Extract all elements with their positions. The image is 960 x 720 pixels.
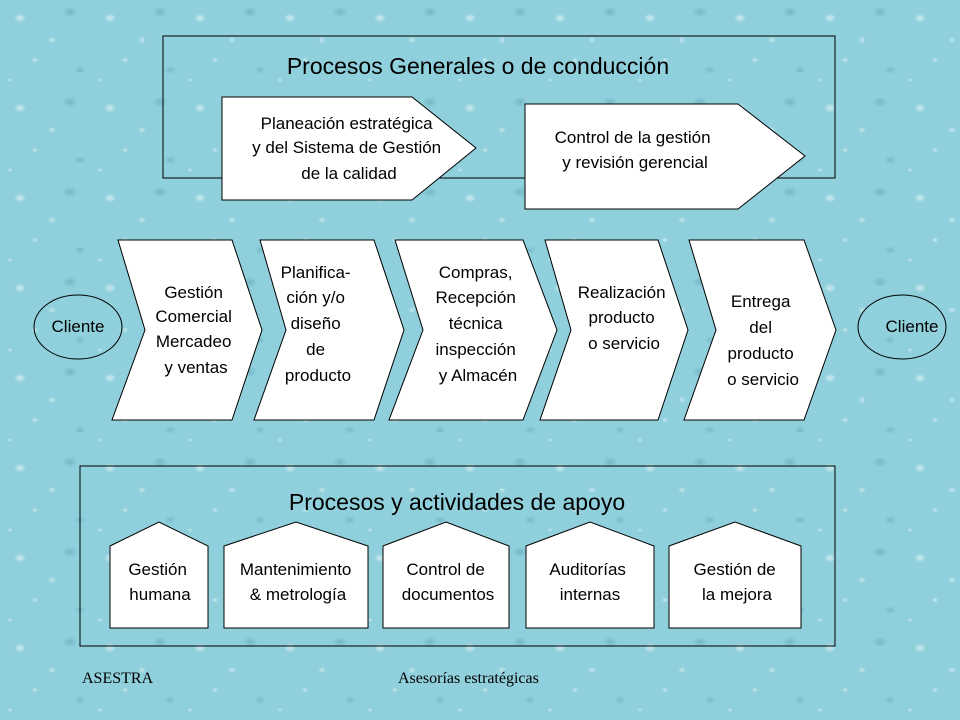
general-processes-title: Procesos Generales o de conducción [287, 53, 669, 79]
control-label-line-1: Control de la gestión [555, 128, 711, 147]
top-process-planning: Planeación estratégica y del Sistema de … [221, 96, 477, 201]
svg-text:Entrega del produc: Entrega del producto o servicio [727, 292, 799, 389]
svg-text:Mantenimiento & metrolog: Mantenimiento & metrología [240, 560, 356, 604]
support-item-human: Gestión humana [109, 521, 209, 629]
svg-text:Planifica- ción y/o: Planifica- ción y/o diseño de producto [281, 263, 356, 385]
commercial-chevron-shape [111, 239, 263, 421]
client-right-oval [857, 294, 947, 360]
flow-step-planning-design: Planifica- ción y/o diseño de producto [253, 239, 405, 421]
planning-pentagon-shape [221, 96, 477, 201]
control-pentagon-shape [524, 103, 806, 210]
support-item-audits: Auditorías internas [525, 521, 655, 629]
delivery-chevron-shape [683, 239, 837, 421]
human-house-shape [109, 521, 209, 629]
svg-text:Gestión humana: Gestión humana [128, 560, 191, 604]
planning-design-chevron-shape [253, 239, 405, 421]
footer-center-text: Asesorías estratégicas [398, 670, 539, 687]
improvement-house-shape [668, 521, 802, 629]
purchasing-chevron-shape [388, 239, 558, 421]
flow-step-realization: Realización producto o servicio [539, 239, 689, 421]
planning-label-line-1: Planeación estratégica [261, 114, 434, 133]
support-item-improvement: Gestión de la mejora [668, 521, 802, 629]
svg-text:Planeación estratégica y: Planeación estratégica y del Sistema de … [252, 114, 446, 183]
svg-text:Control de documentos: Control de documentos [402, 560, 495, 604]
svg-text:Control de la gestión y: Control de la gestión y revisión gerenci… [555, 128, 716, 172]
client-left-oval [33, 294, 123, 360]
client-left-label: Cliente [52, 317, 105, 336]
svg-text:Gestión de la mejora: Gestión de la mejora [694, 560, 781, 604]
flow-step-commercial: Gestión Comercial Mercadeo y ventas [111, 239, 263, 421]
footer-left-text: ASESTRA [82, 670, 154, 687]
control-label-line-2: y revisión gerencial [562, 153, 708, 172]
flow-step-purchasing: Compras, Recepción técnica inspección y … [388, 239, 558, 421]
svg-text:Auditorías internas: Auditorías internas [549, 560, 630, 604]
support-item-documents: Control de documentos [382, 521, 510, 629]
support-processes-title: Procesos y actividades de apoyo [289, 489, 625, 515]
support-processes-frame [79, 465, 836, 647]
planning-label-line-3: de la calidad [301, 164, 396, 183]
planning-label-line-2: y del Sistema de Gestión [252, 138, 441, 157]
flow-step-delivery: Entrega del producto o servicio [683, 239, 837, 421]
svg-text:Gestión Comercial: Gestión Comercial Mercadeo y ventas [155, 283, 236, 377]
support-item-maintenance: Mantenimiento & metrología [223, 521, 369, 629]
top-process-control: Control de la gestión y revisión gerenci… [524, 103, 806, 210]
client-right-label: Cliente [886, 317, 939, 336]
documents-house-shape [382, 521, 510, 629]
svg-text:Realización producto: Realización producto o servicio [578, 283, 671, 353]
maintenance-house-shape [223, 521, 369, 629]
realization-chevron-shape [539, 239, 689, 421]
general-processes-frame [162, 35, 836, 179]
svg-text:Compras, Recepción: Compras, Recepción técnica inspección y … [435, 263, 520, 385]
audits-house-shape [525, 521, 655, 629]
